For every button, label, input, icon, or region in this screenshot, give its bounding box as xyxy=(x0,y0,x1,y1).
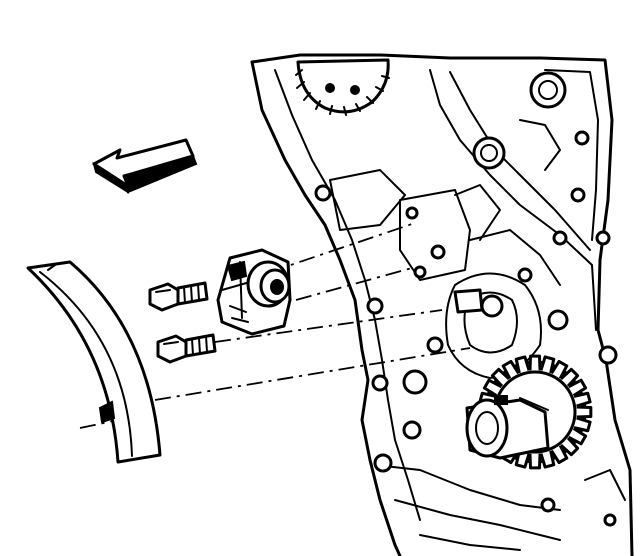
sprocket-tooth xyxy=(550,359,569,380)
sprocket-tooth xyxy=(573,416,592,433)
sprocket-tooth xyxy=(539,355,556,374)
sprocket-tooth xyxy=(539,450,556,469)
sprocket-tooth xyxy=(559,367,580,388)
crankshaft-sprocket xyxy=(465,354,593,470)
tensioner-bolt-lower xyxy=(156,333,217,364)
engine-front-cover xyxy=(250,53,634,556)
sprocket-tooth xyxy=(514,355,531,374)
timing-chain-shoe xyxy=(26,260,162,464)
timing-chain-tensioner xyxy=(216,248,292,336)
sprocket-tooth xyxy=(528,453,542,470)
tensioner-bolt-upper xyxy=(148,281,209,312)
sprocket-tooth xyxy=(576,405,593,419)
sprocket-tooth xyxy=(490,367,511,388)
removal-direction-arrow xyxy=(92,138,198,194)
sprocket-tooth xyxy=(528,354,542,371)
sprocket-tooth xyxy=(573,391,592,408)
sprocket-tooth xyxy=(559,436,580,457)
camshaft-sprocket xyxy=(295,58,390,116)
sprocket-tooth xyxy=(567,378,588,397)
sprocket-tooth xyxy=(482,378,503,397)
assembly-center-lines xyxy=(79,223,471,429)
sprocket-tooth xyxy=(550,444,569,465)
sprocket-tooth xyxy=(501,359,520,380)
sprocket-tooth xyxy=(567,427,588,446)
